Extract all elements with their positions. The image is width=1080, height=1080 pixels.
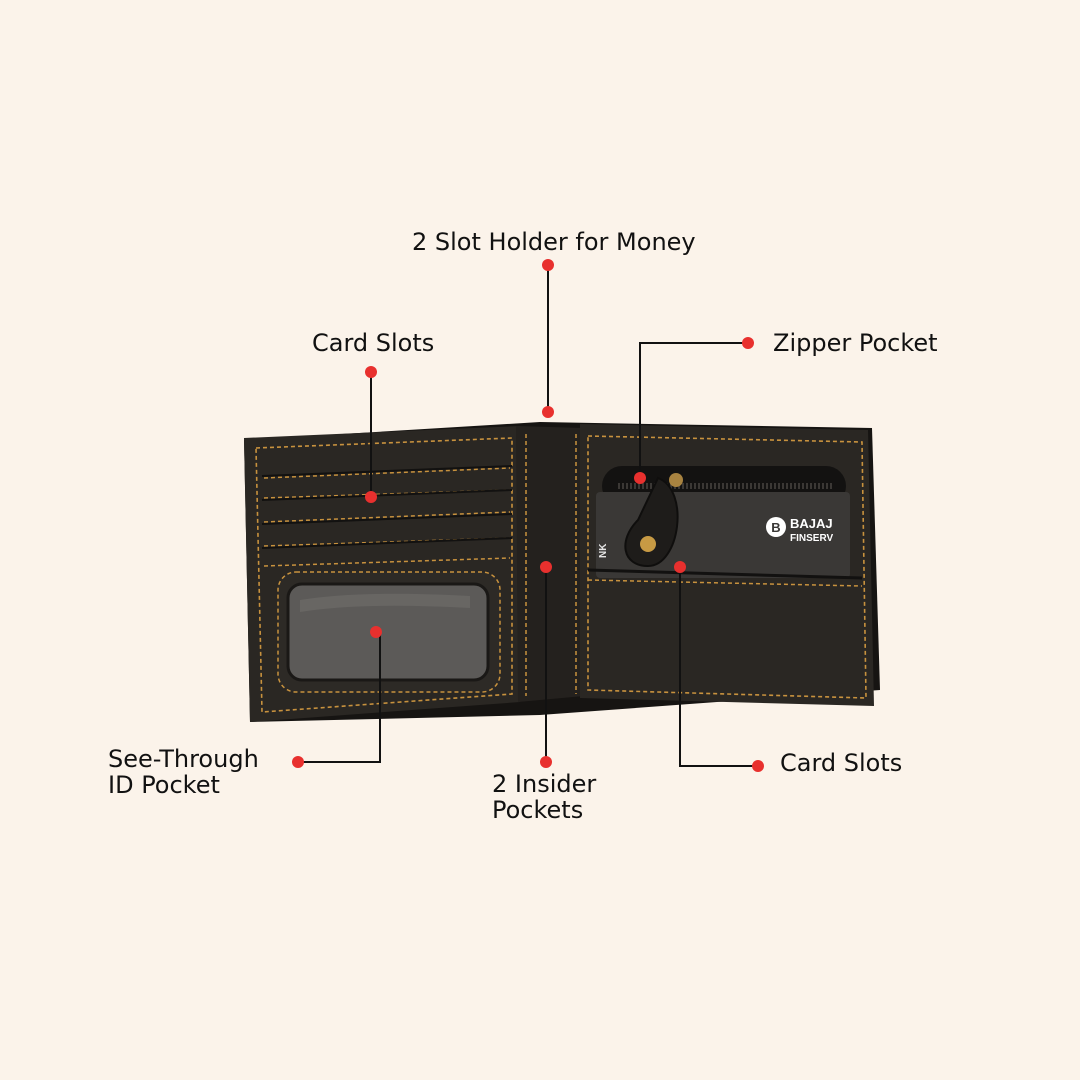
right-card-slot-stitch [587,579,863,587]
left-panel-stitching [255,437,513,713]
card-brand-sub: FINSERV [790,533,833,544]
card-logo-letter: B [771,520,780,535]
card-logo-circle [766,517,786,537]
id-pocket-window [286,582,490,682]
label-zipper-pocket: Zipper Pocket [773,329,938,357]
marker-id-pocket-label [292,756,304,768]
spine-stitching [525,434,577,696]
marker-money-top [542,259,554,271]
markers [292,259,764,772]
marker-zipper-end [634,472,646,484]
leader-lines [298,265,758,767]
marker-id-pocket-end [370,626,382,638]
left-card-slot-edges [261,465,513,549]
marker-card-slots-left-end [365,491,377,503]
zipper-pull-tab [624,476,679,568]
zipper-slider [669,473,683,487]
marker-zipper-label [742,337,754,349]
leader-line-zipper [639,342,748,478]
id-pocket-reflection [300,593,470,612]
leader-line-card-slots-right [679,567,758,767]
right-card-slot-top [587,568,863,580]
label-card-slots-left: Card Slots [312,329,435,357]
zipper-pull-stud [640,536,656,552]
card-edge-text: NK [598,543,609,558]
marker-card-slots-right-label [752,760,764,772]
right-panel-stitching [587,435,867,699]
marker-insider-end [540,561,552,573]
label-insider-pockets: 2 Insider Pockets [492,770,597,824]
marker-money-end [542,406,554,418]
card-brand-name: BAJAJ [790,516,833,531]
marker-card-slots-left-top [365,366,377,378]
marker-insider-bottom [540,756,552,768]
label-money: 2 Slot Holder for Money [412,228,696,256]
label-id-pocket: See-Through ID Pocket [108,745,259,799]
marker-card-slots-right-end [674,561,686,573]
label-card-slots-right: Card Slots [780,749,903,777]
